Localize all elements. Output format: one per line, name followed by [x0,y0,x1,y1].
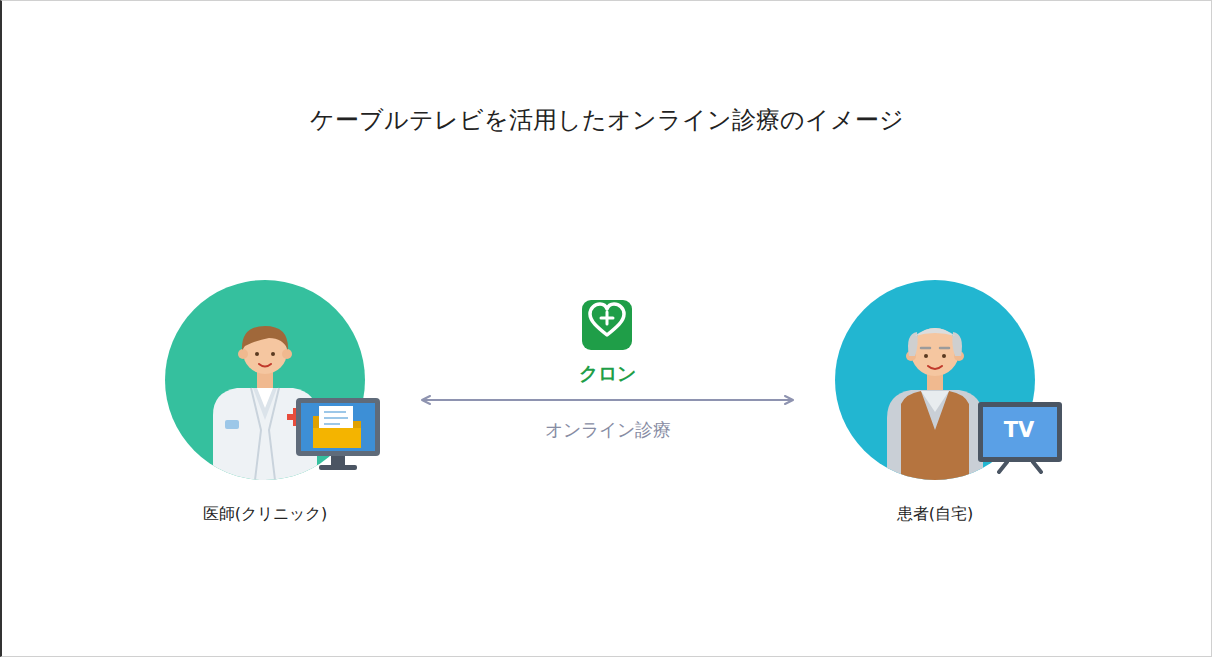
doctor-circle: 医師(クリニック) [165,280,365,480]
app-name: クロン [579,361,636,387]
node-label: 医師(クリニック) [203,504,327,525]
diagram-title: ケーブルテレビを活用したオンライン診療のイメージ [310,104,904,136]
edge-label: オンライン診療 [545,418,671,442]
app-icon [582,300,632,350]
patient-circle: 患者(自宅) [835,280,1035,480]
node-label: 患者(自宅) [897,504,973,525]
tv-label: TV [1004,418,1035,442]
connector-arrow [422,399,793,401]
patient-illustration [835,280,1095,500]
doctor-illustration [165,280,425,500]
